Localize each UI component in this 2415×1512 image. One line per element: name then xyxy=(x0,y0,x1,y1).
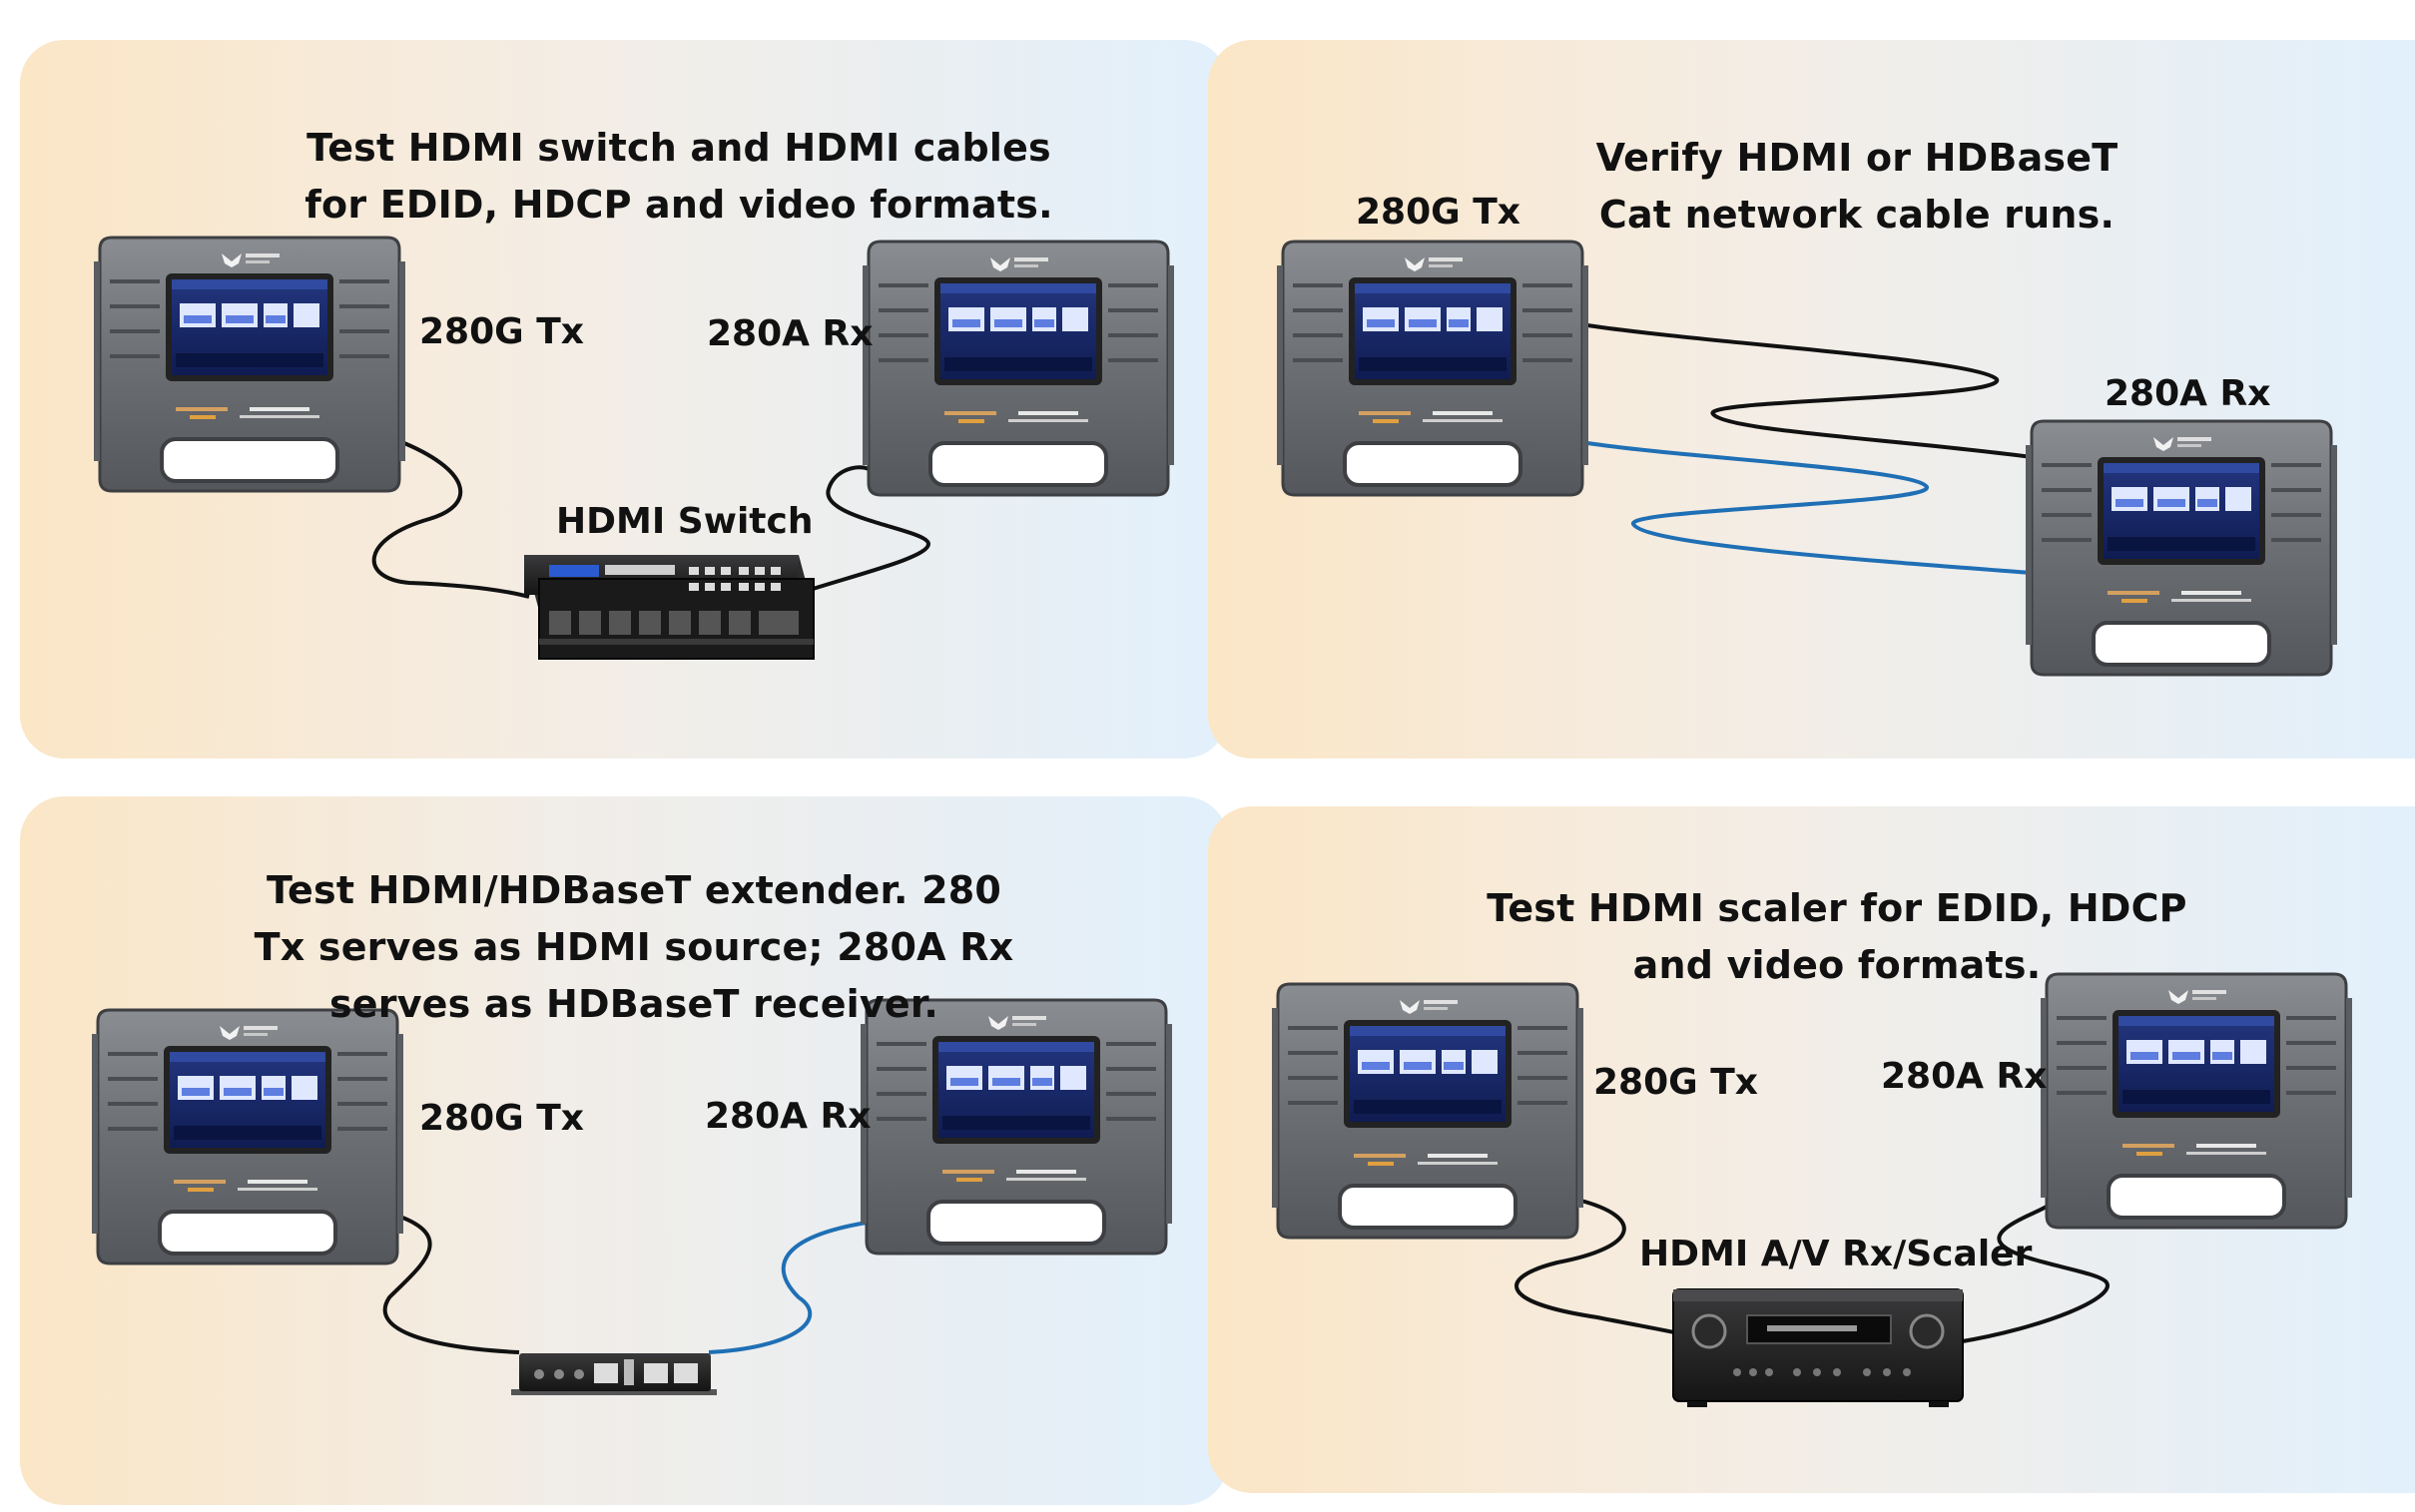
device-280a-rx-2 xyxy=(2024,419,2339,677)
cable-tx-to-switch xyxy=(371,439,530,599)
device-280g-tx-2 xyxy=(1275,240,1590,497)
device-280g-tx-3 xyxy=(90,1008,405,1265)
device-280a-rx-3 xyxy=(859,998,1174,1256)
device-280a-rx-4 xyxy=(2039,972,2354,1230)
cable-tx-to-extender xyxy=(382,1214,520,1354)
cable-tx-to-scaler xyxy=(1514,1198,1698,1339)
label-hdmi-switch: HDMI Switch xyxy=(556,501,814,542)
hdbaset-extender-device xyxy=(511,1353,717,1395)
cable-extender-to-rx xyxy=(708,1221,868,1354)
label-tx-1: 280G Tx xyxy=(419,311,585,352)
label-rx-3: 280A Rx xyxy=(705,1096,872,1137)
cable-switch-to-rx xyxy=(788,465,931,599)
label-tx-3: 280G Tx xyxy=(419,1098,585,1139)
label-av-scaler: HDMI A/V Rx/Scaler xyxy=(1639,1234,2033,1274)
label-tx-4: 280G Tx xyxy=(1593,1062,1759,1103)
cable-blue-run xyxy=(1586,441,2033,575)
device-280g-tx-4 xyxy=(1270,982,1585,1240)
label-tx-2: 280G Tx xyxy=(1356,192,1521,233)
av-receiver-scaler-device xyxy=(1672,1288,1964,1407)
caption-panel-2: Verify HDMI or HDBaseT Cat network cable… xyxy=(1595,136,2118,237)
device-280g-tx xyxy=(92,236,407,493)
caption-panel-1: Test HDMI switch and HDMI cables for EDI… xyxy=(304,126,1053,227)
caption-panel-3: Test HDMI/HDBaseT extender. 280 Tx serve… xyxy=(254,868,1014,1026)
cable-black-run xyxy=(1586,323,2033,459)
hdmi-switch-device xyxy=(524,555,815,660)
label-rx-2: 280A Rx xyxy=(2105,373,2271,414)
label-rx-4: 280A Rx xyxy=(1881,1056,2048,1097)
cable-scaler-to-rx xyxy=(1956,1197,2110,1344)
device-280a-rx xyxy=(861,240,1176,497)
label-rx-1: 280A Rx xyxy=(707,313,874,354)
caption-panel-4: Test HDMI scaler for EDID, HDCP and vide… xyxy=(1487,886,2187,987)
